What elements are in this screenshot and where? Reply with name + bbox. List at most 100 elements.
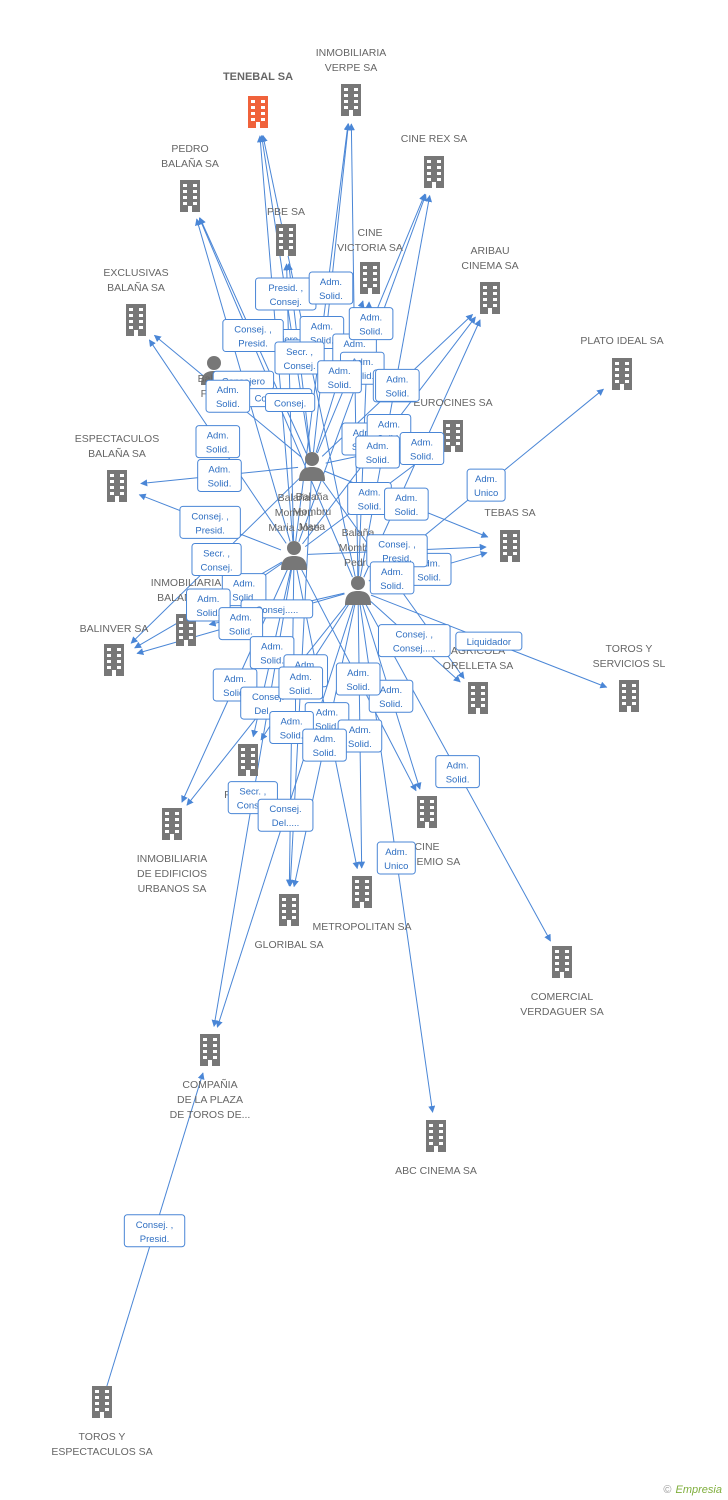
edge-label-pBalJose-espectaculos[interactable]: Consej. ,Presid. [179,505,241,539]
node-pbe[interactable]: PBE SA [267,206,305,256]
building-icon [104,644,124,676]
edge-label-box [335,662,381,696]
node-label: INMOBILIARIA [151,577,222,589]
node-label: EUROCINES SA [413,397,492,409]
edge-label-box [123,1214,186,1248]
node-platoideal[interactable]: PLATO IDEAL SA [580,335,664,390]
edge-label-pBalMaria-balinver[interactable]: Secr. ,Consej. [191,543,242,577]
building-icon [619,680,639,712]
edge-label-pBalMaria-agricola[interactable]: Adm.Solid. [369,561,415,595]
edge-label-text: Adm. [233,579,255,590]
edge-label-pBalMaria-cinerex[interactable]: Adm.Solid. [348,307,394,341]
edge-label-pBalMaria-pbe[interactable]: Secr. ,Consej. [274,341,325,375]
edge-label-text: Consej. [274,398,306,409]
node-metropolitan[interactable]: METROPOLITAN SA [313,876,412,933]
building-icon [162,808,182,840]
edge-label-pBalJose-finca[interactable]: Adm.Solid. [249,636,295,670]
edge-label-pBalMaria-cinevictoria[interactable]: Adm.Solid. [317,360,362,394]
edge-label-pBalPedro-gloribal[interactable]: Adm. Solid. [302,728,347,762]
building-icon [279,894,299,926]
node-gloribal[interactable]: GLORIBAL SA [254,894,324,951]
edge-label-text: Consej..... [255,605,298,616]
edge-label-pBalJose-pbe[interactable]: Consej. [265,392,316,412]
edge-label-text: Adm. [316,708,338,719]
node-label: BALAÑA SA [88,447,146,460]
edge-label-pBalPedro-balinver[interactable]: Adm.Solid. [218,607,264,641]
node-abc[interactable]: ABC CINEMA SA [395,1120,477,1177]
edge-label-text: Adm. [367,441,389,452]
edge-label-pBalMaria-eurocines[interactable]: Adm.Solid. [355,435,400,469]
edge-label-pBalJose-exclusivas[interactable]: Adm.Solid. [195,425,241,459]
edge-label-pBalJose-eurocines[interactable]: Adm.Solid. [347,481,392,515]
edge-label-pBalPedro-platoideal[interactable]: Adm.Unico [466,468,506,502]
edge-label-box [274,341,325,375]
node-eurocines[interactable]: EUROCINES SA [413,397,493,452]
edge-label-text: Solid. [206,445,230,456]
edge-label-text: Consej. [200,563,232,574]
edge-label-torosesp-plaza[interactable]: Consej. ,Presid. [123,1214,186,1248]
edge-label-box [191,543,242,577]
node-label: BALAÑA SA [107,281,165,294]
edge-label-text: Presid. [382,554,412,565]
edge-label-text: Consej. [237,801,269,812]
node-tebas[interactable]: TEBAS SA [484,507,536,562]
edge-label-pBalMaria-tebas[interactable]: Adm.Solid. [384,487,429,521]
edge-label-pBalMaria-exclusivas[interactable]: Adm.Solid. [205,379,251,413]
node-label: PLATO IDEAL SA [580,335,663,347]
edge-label-text: Adm. [230,613,252,624]
node-label: EXCLUSIVAS [103,267,168,279]
node-tenebal[interactable]: TENEBAL SA [223,71,293,128]
node-label: VERDAGUER SA [520,1006,603,1018]
building-icon [276,224,296,256]
edge-label-text: Solid. [232,593,256,604]
edge-label-text: Solid. [313,748,337,759]
edge-label-box [435,755,480,789]
edge-label-pBalMaria-tenebal[interactable]: Presid. ,Consej. [255,277,317,311]
edge-label-box [265,392,316,412]
node-exclusivas[interactable]: EXCLUSIVAS BALAÑA SA [103,267,169,336]
edge-label-pBalMaria-gloribal[interactable]: Adm.Solid. [278,666,324,700]
edge-label-pBalPedro-aribau[interactable]: Adm.Solid. [399,432,445,466]
building-icon [200,1034,220,1066]
edge-label-pBalMaria-espectaculos[interactable]: Adm.Solid. [197,458,242,492]
edge-label-text: Adm. [475,474,497,485]
edge-label-pBalPedro-agricola[interactable]: Consej. ,Consej..... [377,624,451,658]
node-label: Maria [299,521,325,533]
edge-label-text: Adm. [313,734,335,745]
edge-label-pBalPedro-abc[interactable]: Adm.Unico [376,841,416,875]
edge-label-pBalMaria-pedro[interactable]: Consej. ,Presid. [222,319,284,353]
edge-label-text: Adm. [295,660,317,671]
edge-label-text: Adm. [217,385,239,396]
node-balinver[interactable]: BALINVER SA [80,623,149,676]
edge-label-pBalPedro-metropolitan[interactable]: Adm.Solid. [337,719,383,753]
edge-label-pBalMaria-inmoverpe[interactable]: Adm.Solid. [308,271,354,305]
edge-label-pBalPedro-verdaguer[interactable]: Adm.Solid. [435,755,480,789]
edge-label-box [355,435,400,469]
edge-label-pBalPedro-torosserv[interactable]: Liquidador [455,631,523,651]
edge-label-text: Adm. [381,567,403,578]
brand-logo-text[interactable]: Empresia [675,1484,722,1496]
node-cinerex[interactable]: CINE REX SA [401,133,468,188]
edge-label-box [455,631,523,651]
edge-label-pBalMaria-aribau[interactable]: Adm.Solid. [375,368,420,402]
node-label: ESPECTACULOS SA [51,1446,152,1458]
edge-label-text: Liquidador [467,637,511,648]
edge-label-box [222,319,284,353]
edge-label-pBalPedro-plaza[interactable]: Consej.Del..... [257,798,314,832]
edge-label-pBalJose-cinebohemio[interactable]: Adm.Solid. [335,662,381,696]
node-label: CINE [357,227,382,239]
node-label: BALINVER SA [80,623,149,635]
